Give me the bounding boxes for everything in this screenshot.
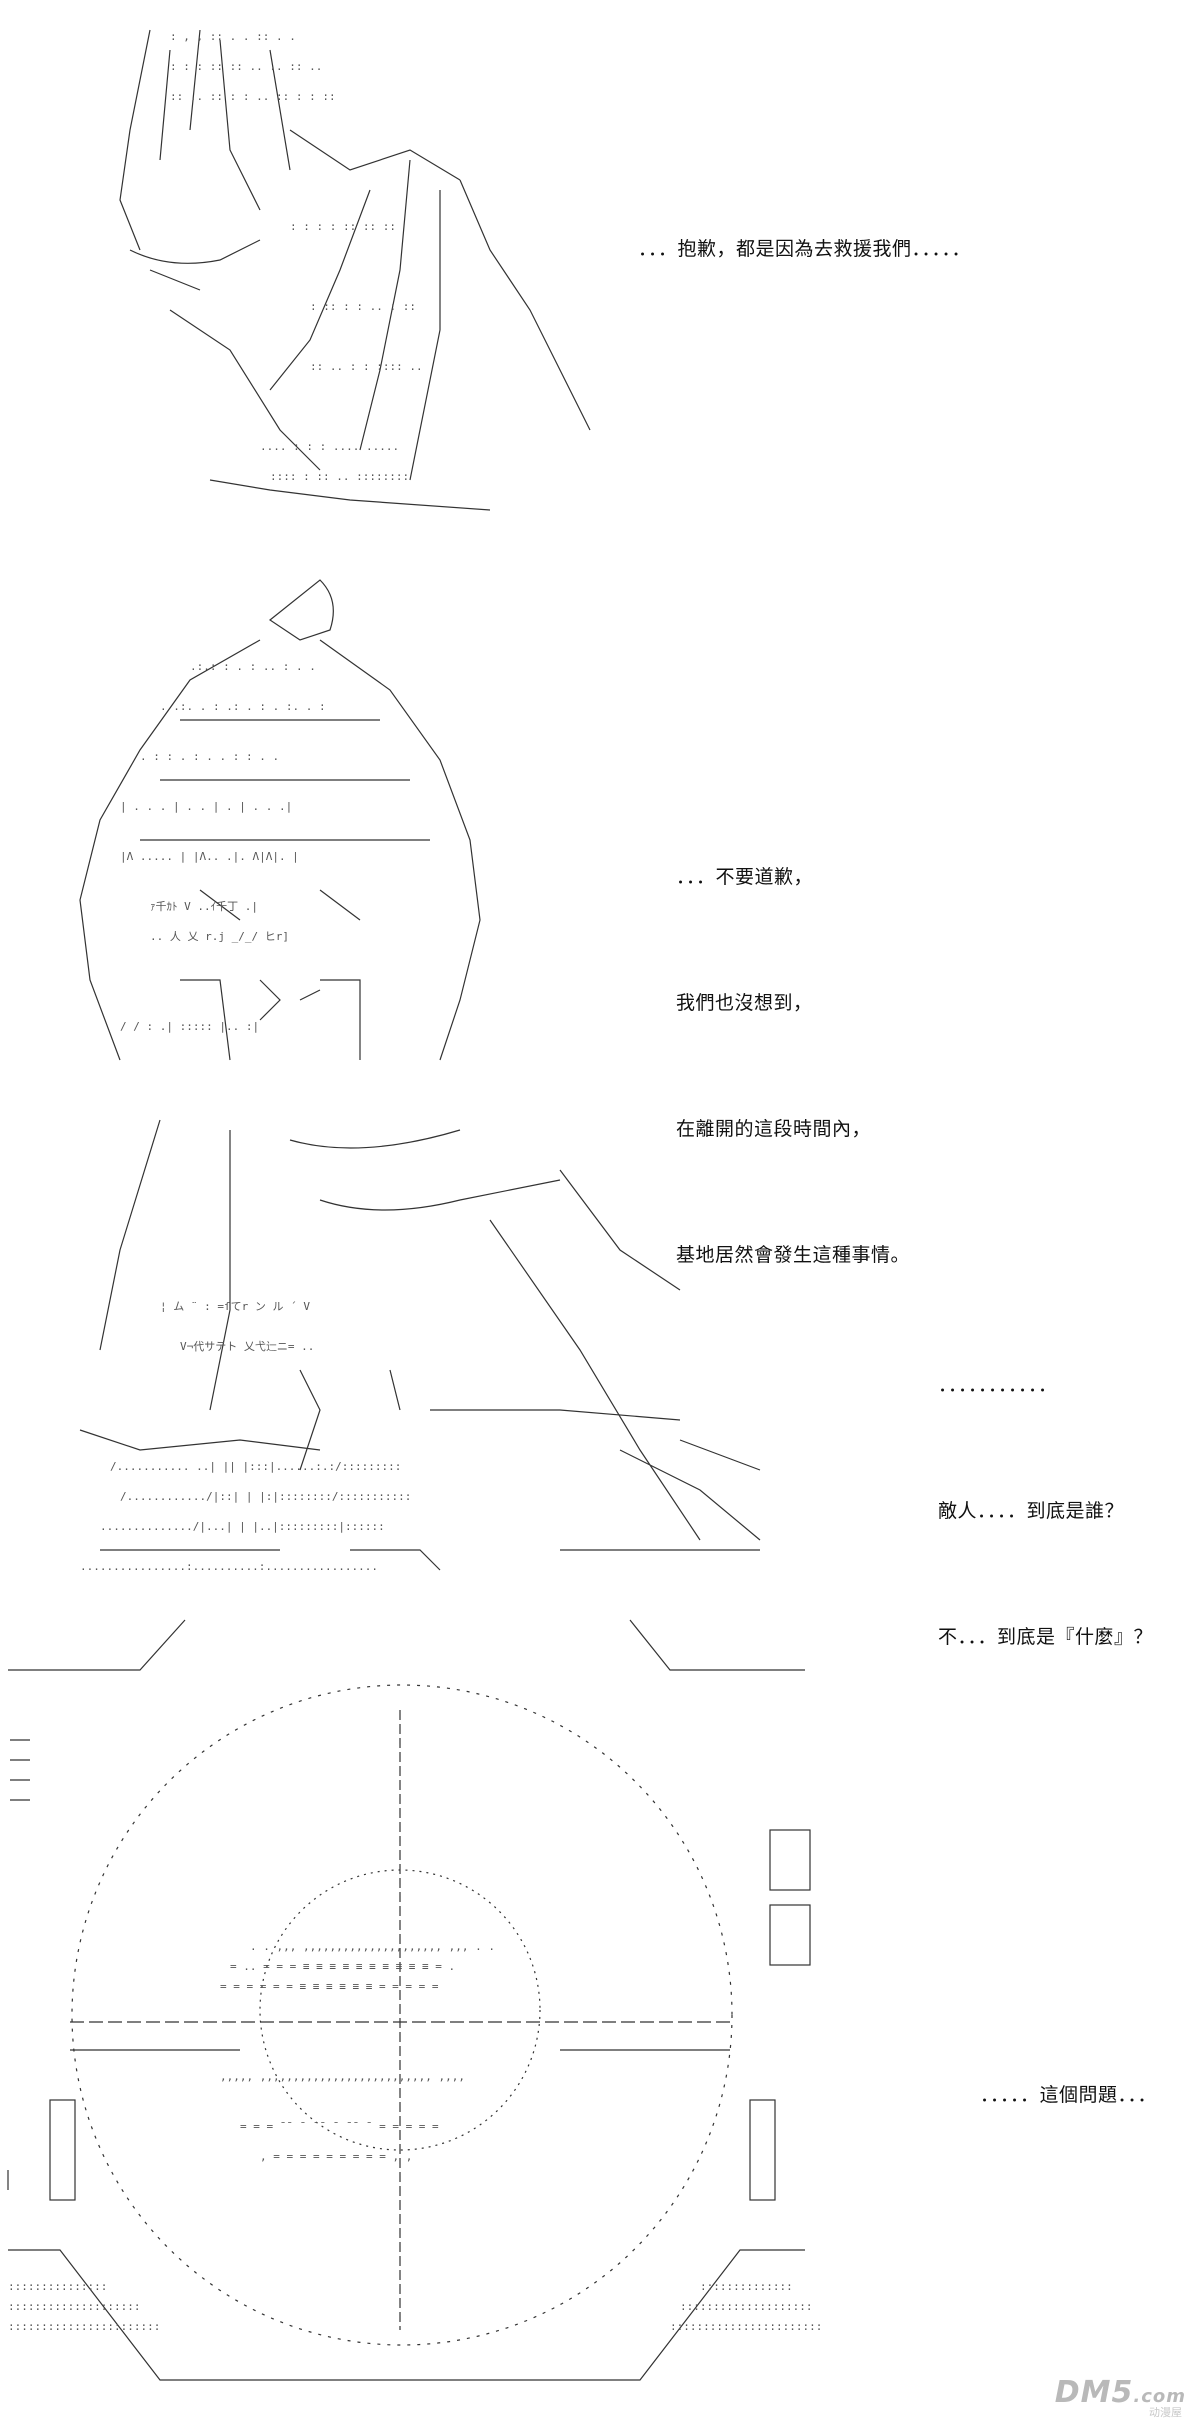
svg-text:, = = = = = = = = = , ,: , = = = = = = = = = , , [260, 2150, 412, 2163]
svg-text:.... : : : .... .....: .... : : : .... ..... [260, 440, 399, 453]
svg-text:::::::::::::::::::::: :::::::::::::::::::: [680, 2300, 812, 2313]
svg-text:................:..........:..: ................:..........:............… [80, 1560, 378, 1573]
svg-text:. : : . : . . : : . .: . : : . : . . : : . . [140, 750, 279, 763]
svg-text:,,,,, ,,,,,,,,,,,,,,,,,,,,,,,,: ,,,,, ,,,,,,,,,,,,,,,,,,,,,,,,,, ,,,, [220, 2070, 465, 2083]
dialog-line: 在離開的這段時間內， [676, 1118, 872, 1140]
svg-text:: , , :: . . :: . .: : , , :: . . :: . . [170, 30, 296, 43]
watermark-sub: 动漫屋 [1149, 2406, 1182, 2419]
svg-text:|Λ ..... | |Λ.. .|. Λ|Λ|. |: |Λ ..... | |Λ.. .|. Λ|Λ|. | [120, 850, 299, 863]
watermark: DM5.com 动漫屋 [1054, 2375, 1186, 2419]
svg-text::::::::::::::::: ::::::::::::::: [8, 2280, 107, 2293]
ascii-art-character-head-down: : , , :: . . :: . . : : : :: :: .. .. ::… [119, 29, 591, 511]
panel-2: .:.: : . : .. : . . . .:. . : .: . : . :… [0, 540, 1200, 1266]
dialog-line: ．．．抱歉，都是因為去救援我們．．．．． [638, 238, 972, 260]
svg-text:V¬代サテト 乂弋辷ニ= .: V¬代サテト 乂弋辷ニ= .. [180, 1340, 314, 1353]
svg-text:= = = ¯¯ ¯ ¯¯ ¯ ¯¯ ¯ = = = = =: = = = ¯¯ ¯ ¯¯ ¯ ¯¯ ¯ = = = = = [240, 2120, 439, 2133]
svg-text:.:.: : . : .. : . .: .:.: : . : .. : . . [190, 660, 316, 673]
ascii-art-character-cloak: ¦ ム ¨ : =ſてr ン ル ´ V V¬代サテト 乂弋辷ニ= .. /..… [79, 1119, 761, 1573]
dialog-line: 基地居然會發生這種事情。 [676, 1244, 911, 1266]
watermark-logo: DM5 [1054, 2375, 1134, 2410]
dialog-line: 不．．．到底是『什麼』？ [938, 1626, 1154, 1648]
svg-text:.. 人 乂 r.j _/_/ ヒr]: .. 人 乂 r.j _/_/ ヒr] [150, 930, 289, 943]
svg-text:/............/|::| | |:|::::: /............/|::| | |:|::::::::/:::::::… [120, 1490, 411, 1503]
svg-text::::::::::::::::::::::::: ::::::::::::::::::::::: [8, 2320, 160, 2333]
svg-text::: .. :: : : .. :: : : ::: :: .. :: : : .. :: : : :: [170, 90, 336, 103]
watermark-suffix: .com [1133, 2386, 1186, 2407]
ascii-art-character-hood: .:.: : . : .. : . . . .:. . : .: . : . :… [79, 579, 481, 1061]
svg-text:............../|...| | |..|: ............../|...| | |..|:::::::::|:::… [100, 1520, 385, 1533]
dialog-line: ．．．．．．．．．．． [938, 1374, 1058, 1396]
svg-text:. . ,,, ,,,,,,,,,,,,,,,,,,,,,: . . ,,, ,,,,,,,,,,,,,,,,,,,,, ,,, . . [250, 1940, 495, 1953]
panel-1: : , , :: . . :: . . : : : :: :: .. .. ::… [0, 0, 1200, 540]
svg-text:| . . . | . . | . | . . .|: | . . . | . . | . | . . .| [120, 800, 292, 813]
ascii-art-sphere-scope: . . ,,, ,,,,,,,,,,,,,,,,,,,,, ,,, . . = … [7, 1619, 820, 2381]
svg-text:/........... ..| || |:::|...: /........... ..| || |:::|......:.:/:::::… [110, 1460, 401, 1473]
svg-text:/ / : .| ::::: |.. :|: / / : .| ::::: |.. :| [120, 1020, 259, 1033]
svg-text:: : : : :: :: ::: : : : : :: :: :: [290, 220, 396, 233]
panel-4: . . ,,, ,,,,,,,,,,,,,,,,,,,,, ,,, . . = … [0, 1610, 1200, 2419]
svg-text:= = = = = = ≡ ≡ ≡ ≡ ≡ ≡ = = =: = = = = = = ≡ ≡ ≡ ≡ ≡ ≡ = = = = = [220, 1980, 439, 1993]
svg-text:= .. = = = ≡ ≡ ≡ ≡ ≡ ≡ ≡ ≡ ≡ ≡: = .. = = = ≡ ≡ ≡ ≡ ≡ ≡ ≡ ≡ ≡ ≡ = . [230, 1960, 455, 1973]
dialog-panel-1: ．．．抱歉，都是因為去救援我們．．．．． [638, 144, 971, 354]
svg-text:: : : :: :: .. .. :: ..: : : : :: :: .. .. :: .. [170, 60, 322, 73]
dialog-line: ．．．．．這個問題．．． [980, 2084, 1158, 2106]
dialog-line: 我們也沒想到， [676, 992, 813, 1014]
svg-text::::: : :: .. ::::::::: :::: : :: .. :::::::: [270, 470, 409, 483]
dialog-line: ．．．不要道歉， [676, 866, 814, 888]
svg-text:::::::::::::::::::::: :::::::::::::::::::: [8, 2300, 140, 2313]
svg-text::: .. : : :::: ..: :: .. : : :::: .. [310, 360, 423, 373]
svg-text:ｧ千ｶﾄ V ..ｲ千丁 .|: ｧ千ｶﾄ V ..ｲ千丁 .| [150, 900, 258, 913]
dialog-panel-3: ．．．．．．．．．．． 敵人．．．．到底是誰？ 不．．．到底是『什麼』？ [938, 1280, 1153, 1742]
dialog-line: 敵人．．．．到底是誰？ [938, 1500, 1125, 1522]
svg-text:¦ ム ¨ : =ſてr ン ル: ¦ ム ¨ : =ſてr ン ル ´ V [160, 1300, 310, 1313]
svg-text:: :: : : .. : ::: : :: : : .. : :: [310, 300, 416, 313]
svg-text:. .:. . : .: . : . :. . :: . .:. . : .: . : . :. . : [160, 700, 326, 713]
svg-text::::::::::::::::::::::::: ::::::::::::::::::::::: [670, 2320, 820, 2333]
svg-text:::::::::::::::: :::::::::::::: [700, 2280, 793, 2293]
dialog-panel-4: ．．．．．這個問題．．． [980, 1990, 1157, 2200]
panel-3: ¦ ム ¨ : =ſてr ン ル ´ V V¬代サテト 乂弋辷ニ= .. /..… [0, 1090, 1200, 1648]
dialog-panel-2: ．．．不要道歉， 我們也沒想到， 在離開的這段時間內， 基地居然會發生這種事情。 [676, 772, 910, 1360]
